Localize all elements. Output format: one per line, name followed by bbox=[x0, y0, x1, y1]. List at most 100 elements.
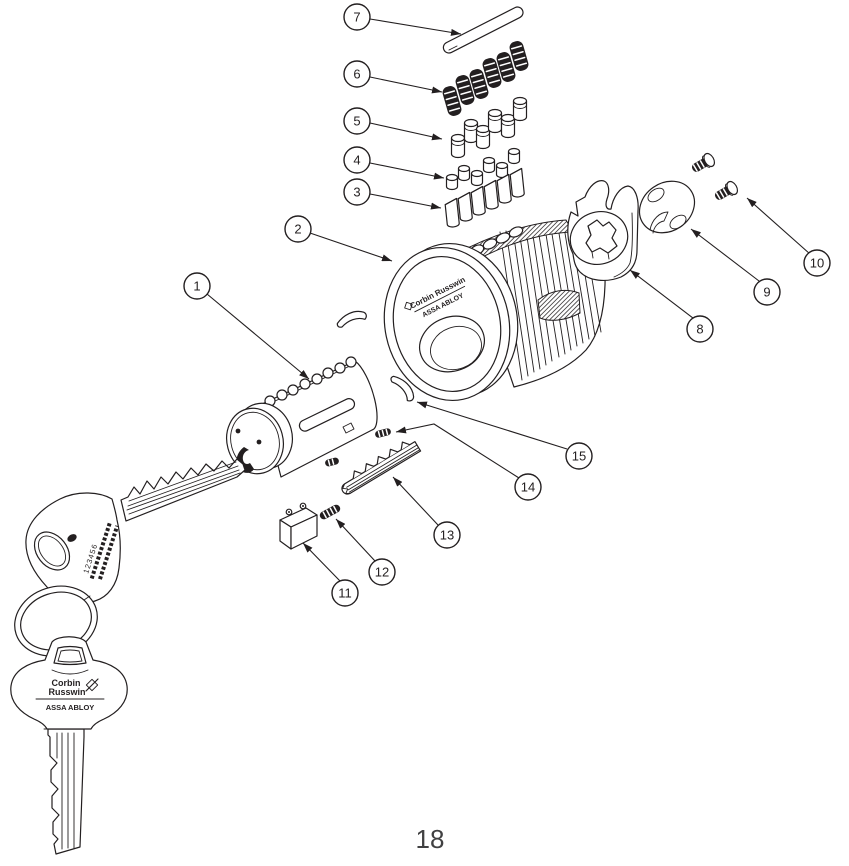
washer-hole bbox=[647, 187, 665, 203]
leader-line-15 bbox=[416, 401, 568, 450]
callout-12: 12 bbox=[368, 558, 396, 586]
front-key: Corbin Russwin ASSA ABLOY bbox=[10, 636, 128, 855]
key-bow-group: ASSA ABLOY bbox=[46, 703, 95, 712]
callout-4: 4 bbox=[343, 146, 371, 174]
pin bbox=[463, 118, 479, 144]
pin bbox=[444, 197, 460, 228]
pin bbox=[470, 169, 484, 187]
pin bbox=[457, 164, 471, 182]
svg-text:15: 15 bbox=[572, 449, 586, 464]
svg-text:8: 8 bbox=[696, 322, 703, 337]
callout-9: 9 bbox=[753, 278, 781, 306]
leader-line-14 bbox=[395, 423, 520, 479]
callout-8: 8 bbox=[686, 315, 714, 343]
part-sidebar-spring-upper bbox=[375, 428, 391, 438]
spring bbox=[482, 58, 502, 88]
corbin-russwin-diamond-icon bbox=[404, 301, 413, 311]
callout-15: 15 bbox=[565, 442, 593, 470]
part-sidebar-spring-lower bbox=[319, 504, 341, 520]
svg-text:7: 7 bbox=[353, 10, 360, 25]
part-cam-washer bbox=[638, 180, 696, 234]
callout-3: 3 bbox=[343, 178, 371, 206]
pin bbox=[500, 113, 516, 139]
pin bbox=[509, 167, 525, 198]
callout-1: 1 bbox=[183, 272, 211, 300]
callout-6: 6 bbox=[343, 60, 371, 88]
svg-text:12: 12 bbox=[375, 565, 389, 580]
leader-line-7 bbox=[369, 18, 462, 36]
key-bow-brand-line2: Russwin bbox=[48, 687, 85, 697]
pin bbox=[512, 96, 528, 122]
svg-text:4: 4 bbox=[353, 153, 360, 168]
callout-14: 14 bbox=[514, 473, 542, 501]
svg-text:3: 3 bbox=[353, 185, 360, 200]
leader-line-2 bbox=[309, 232, 393, 262]
knurl-band-bottom bbox=[537, 289, 581, 321]
part-crescent-shim-upper bbox=[336, 310, 367, 328]
pin bbox=[495, 161, 509, 179]
callouts: 1 2 3 4 5 6 7 8 9 10 11 12 13 14 15 bbox=[183, 3, 831, 607]
pin bbox=[507, 147, 521, 165]
part-cylinder-shell: Corbin Russwin ASSA ABLOY bbox=[383, 219, 606, 402]
leader-line-8 bbox=[629, 269, 694, 319]
callout-10: 10 bbox=[803, 249, 831, 277]
plug-chamber-scallops bbox=[264, 356, 357, 407]
screw bbox=[714, 180, 739, 200]
svg-text:6: 6 bbox=[353, 67, 360, 82]
part-springs bbox=[442, 41, 529, 116]
leader-line-10 bbox=[746, 197, 811, 255]
spring bbox=[496, 52, 516, 82]
callout-7: 7 bbox=[343, 3, 371, 31]
svg-text:10: 10 bbox=[810, 256, 824, 271]
washer-hole bbox=[669, 214, 687, 230]
leader-line-1 bbox=[206, 293, 310, 380]
pin bbox=[482, 156, 496, 174]
leader-line-5 bbox=[369, 122, 443, 141]
part-sidebar-spring-middle bbox=[325, 457, 339, 467]
pin bbox=[483, 179, 499, 210]
spring bbox=[469, 69, 489, 99]
leader-line-11 bbox=[302, 542, 341, 582]
pin bbox=[496, 173, 512, 204]
spring bbox=[442, 86, 462, 116]
screw bbox=[691, 152, 716, 172]
svg-text:5: 5 bbox=[353, 114, 360, 129]
spring bbox=[509, 41, 529, 71]
leader-line-3 bbox=[369, 193, 442, 210]
part-plug bbox=[226, 356, 378, 478]
svg-text:2: 2 bbox=[294, 222, 301, 237]
back-key: 123456 bbox=[25, 458, 246, 604]
front-key-blade bbox=[47, 728, 85, 855]
callout-5: 5 bbox=[343, 107, 371, 135]
leader-line-12 bbox=[335, 518, 376, 562]
part-keys: 123456 Corbin Russwin ASSA ABLOY bbox=[10, 458, 246, 855]
page-number: 18 bbox=[415, 824, 445, 854]
part-cam-screws bbox=[691, 152, 739, 200]
key-bow-brand-line1: Corbin bbox=[52, 678, 81, 688]
leader-line-9 bbox=[690, 228, 760, 282]
front-key-bow bbox=[10, 636, 128, 730]
leader-line-6 bbox=[369, 76, 443, 94]
back-key-bow-hole bbox=[33, 531, 71, 571]
leader-line-4 bbox=[369, 162, 445, 180]
leader-line-13 bbox=[392, 476, 439, 526]
pin bbox=[487, 108, 503, 134]
pin bbox=[450, 133, 466, 159]
pin bbox=[445, 173, 459, 191]
part-retainer-block bbox=[279, 502, 318, 550]
key-bow-brand: Corbin Russwin ASSA ABLOY bbox=[35, 678, 105, 712]
pin bbox=[475, 124, 491, 150]
callout-11: 11 bbox=[331, 579, 359, 607]
part-crescent-shim-lower bbox=[390, 375, 415, 402]
pin bbox=[470, 185, 486, 216]
pin bbox=[457, 191, 473, 222]
svg-text:14: 14 bbox=[521, 480, 535, 495]
leader-lines bbox=[206, 18, 811, 582]
svg-text:13: 13 bbox=[440, 528, 454, 543]
plug-sidebar-slot bbox=[298, 398, 356, 432]
part-top-pins bbox=[450, 96, 528, 159]
block-pin bbox=[285, 502, 307, 516]
svg-text:1: 1 bbox=[193, 279, 200, 294]
